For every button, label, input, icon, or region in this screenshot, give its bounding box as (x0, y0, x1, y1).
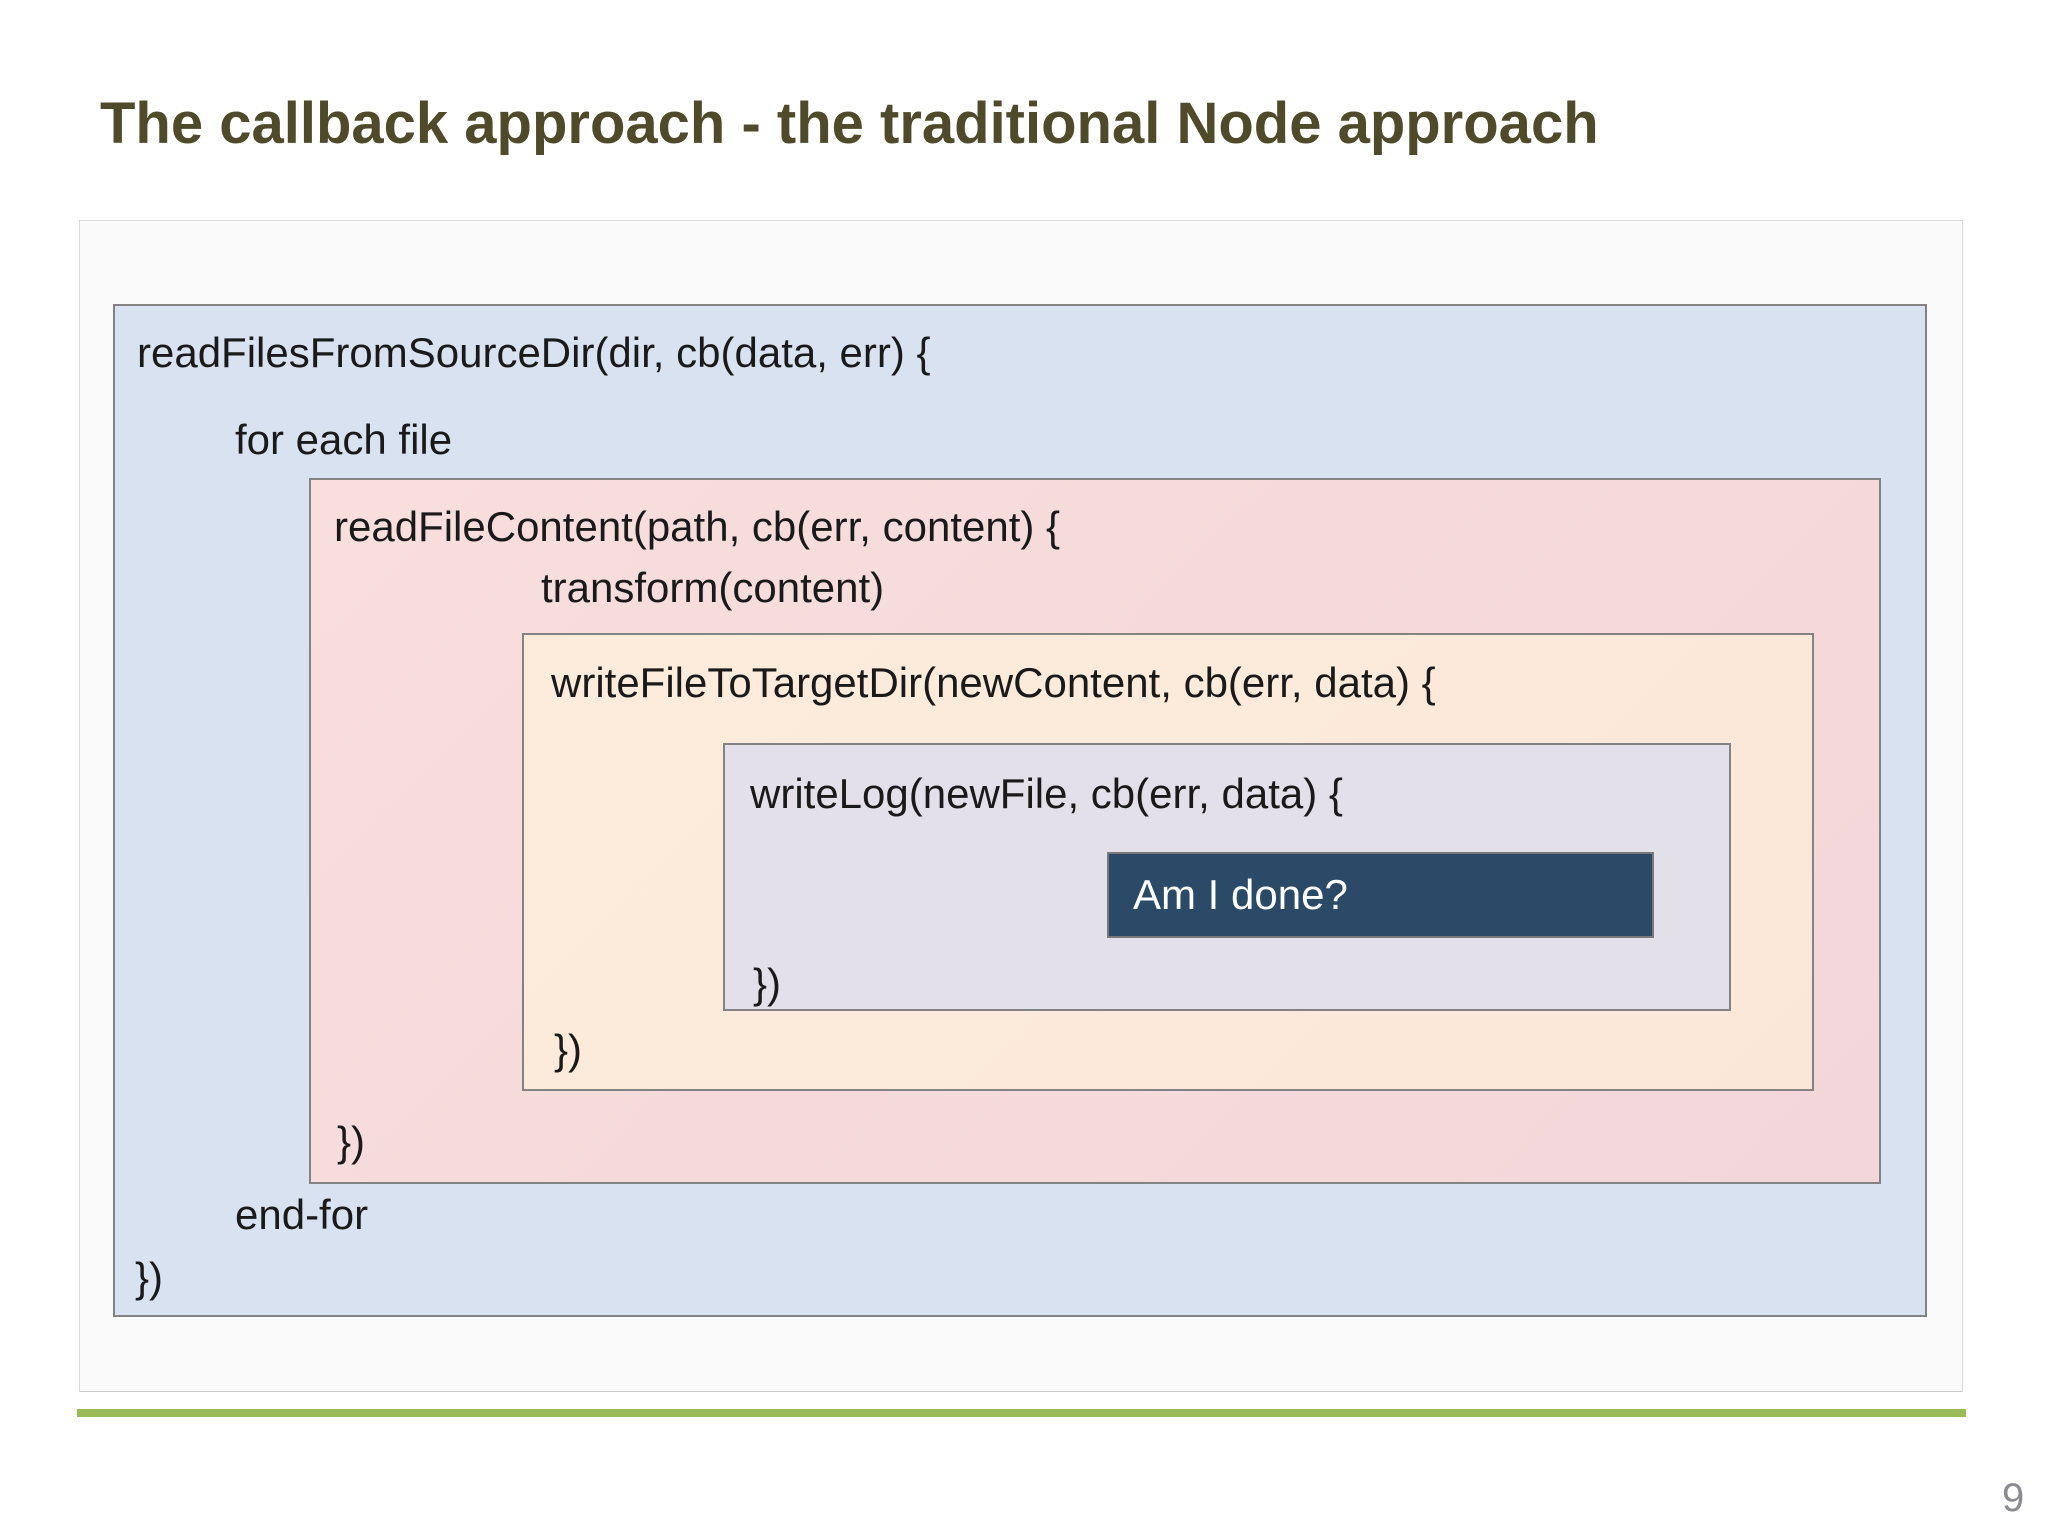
code-line-write-log-close: }) (753, 960, 782, 1007)
accent-divider-line (77, 1409, 1966, 1417)
code-line-for-each-file: for each file (235, 416, 453, 463)
code-line-write-file-close: }) (554, 1026, 583, 1073)
callback-box-write-log: writeLog(newFile, cb(err, data) { Am I d… (723, 743, 1731, 1011)
code-line-read-files-close: }) (135, 1254, 164, 1301)
code-line-read-file-content-open: readFileContent(path, cb(err, content) { (334, 503, 1061, 550)
diagram-panel: readFilesFromSourceDir(dir, cb(data, err… (79, 220, 1963, 1392)
code-line-read-files-open: readFilesFromSourceDir(dir, cb(data, err… (137, 329, 931, 376)
callback-box-write-file-to-target-dir: writeFileToTargetDir(newContent, cb(err,… (522, 633, 1814, 1091)
page-number: 9 (2002, 1476, 2025, 1520)
code-line-write-file-open: writeFileToTargetDir(newContent, cb(err,… (551, 659, 1436, 706)
code-line-read-file-content-close: }) (337, 1118, 366, 1165)
code-line-transform-content: transform(content) (541, 564, 885, 611)
code-line-write-log-open: writeLog(newFile, cb(err, data) { (750, 770, 1343, 817)
am-i-done-label: Am I done? (1133, 871, 1348, 918)
callback-box-read-files-from-source-dir: readFilesFromSourceDir(dir, cb(data, err… (113, 304, 1927, 1317)
am-i-done-highlight-box: Am I done? (1107, 852, 1654, 938)
code-line-end-for: end-for (235, 1191, 369, 1238)
callback-box-read-file-content: readFileContent(path, cb(err, content) {… (309, 478, 1881, 1184)
slide-title: The callback approach - the traditional … (100, 91, 1599, 156)
